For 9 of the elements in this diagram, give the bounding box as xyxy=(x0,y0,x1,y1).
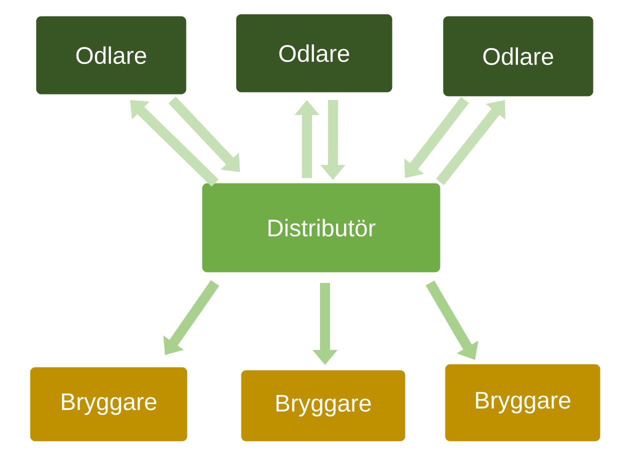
process-box: Odlare xyxy=(443,16,594,96)
process-box: Bryggare xyxy=(445,364,600,442)
arrow xyxy=(436,100,506,186)
arrow xyxy=(130,100,219,187)
process-box: Odlare xyxy=(236,14,392,92)
process-box: Bryggare xyxy=(30,367,188,442)
process-box: Odlare xyxy=(36,16,186,94)
process-box: Bryggare xyxy=(241,370,406,442)
process-box: Distributör xyxy=(202,183,440,272)
